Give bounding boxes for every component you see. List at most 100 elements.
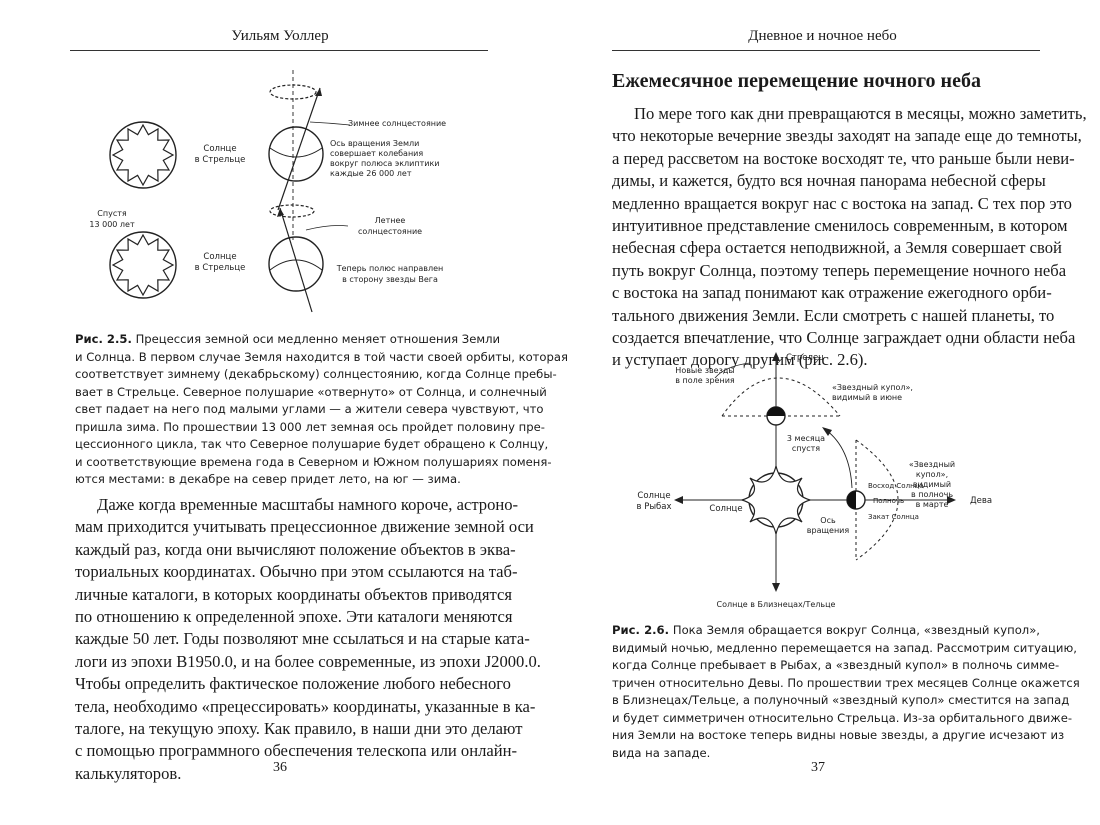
svg-text:видимый: видимый (913, 480, 951, 489)
svg-text:Спустя: Спустя (97, 209, 127, 218)
label-gemini-taurus: Солнце в Близнецах/Тельце (717, 600, 836, 609)
label-sagittarius: Стрелец (786, 353, 824, 363)
text-line: интуитивное представление сменилось совр… (612, 216, 1068, 236)
body-paragraph-right: По мере того как дни превращаются в меся… (612, 103, 1087, 372)
text-line: По мере того как дни превращаются в меся… (634, 104, 1087, 123)
label-midnight: Полночь (873, 497, 904, 505)
label-summer-solstice: Летнее солнцестояние (358, 216, 422, 236)
svg-text:Солнце: Солнце (637, 491, 670, 501)
earth-icon (846, 490, 866, 510)
text-line: тела, необходимо «прецессировать» коорди… (75, 696, 536, 716)
text-line: медленно вращается вокруг нас с востока … (612, 193, 1072, 213)
text-line: а перед рассветом на востоке восходят те… (612, 148, 1075, 168)
sun-label-1: Солнце в Стрельце (195, 144, 246, 165)
svg-text:Ось: Ось (820, 516, 836, 525)
label-winter-solstice: Зимнее солнцестояние (348, 119, 446, 128)
svg-text:13 000 лет: 13 000 лет (89, 220, 135, 229)
text-line: талоге, на текущую эпоху. Как правило, в… (75, 719, 523, 739)
text-line: создается впечатление, что Солнце заграж… (612, 328, 1076, 348)
svg-text:в Рыбах: в Рыбах (636, 502, 671, 512)
svg-text:купол»,: купол», (916, 470, 948, 479)
svg-text:каждые 26 000 лет: каждые 26 000 лет (330, 169, 412, 178)
text-line: ториальных координатах. Обычно при этом … (75, 562, 518, 582)
svg-text:«Звездный: «Звездный (909, 460, 955, 469)
right-page: Дневное и ночное небо Ежемесячное переме… (550, 0, 1100, 825)
text-line: с востока на запад понимают как отражени… (612, 283, 1052, 303)
svg-text:Солнце: Солнце (203, 144, 236, 154)
svg-text:в полночь: в полночь (911, 490, 953, 499)
label-pisces: Солнце в Рыбах (636, 491, 671, 512)
figure-2-5: Солнце в Стрельце Зимнее солнцестояние О… (89, 70, 446, 313)
running-head-right: Дневное и ночное небо (748, 28, 897, 44)
header-rule-left (70, 50, 488, 51)
text-line: Чтобы определить фактическое положение л… (75, 674, 511, 694)
header-rule-right (612, 50, 1040, 51)
text-line: каждый раз, когда они вычисляют положени… (75, 539, 516, 559)
svg-text:Теперь полюс направлен: Теперь полюс направлен (336, 264, 444, 273)
label-axis-oscillation: Ось вращения Земли совершает колебания в… (330, 139, 439, 178)
caption-line: ются местами: в декабре на север придет … (75, 472, 461, 486)
caption-line: Рис. 2.5. Прецессия земной оси медленно … (75, 332, 501, 346)
text-line: небесная сфера остается неподвижной, а З… (612, 238, 1062, 258)
caption-line: Рис. 2.6. Пока Земля обращается вокруг С… (612, 623, 1040, 637)
running-head-left: Уильям Уоллер (231, 28, 329, 44)
caption-line: и соответствующие времена года в Северно… (75, 454, 552, 469)
figure-caption-2-5: Рис. 2.5. Прецессия земной оси медленно … (75, 331, 568, 489)
sun-icon (109, 231, 177, 299)
svg-text:в поле зрения: в поле зрения (675, 376, 735, 385)
svg-text:3 месяца: 3 месяца (787, 434, 825, 443)
svg-text:Летнее: Летнее (375, 216, 406, 225)
sun-icon (109, 121, 177, 189)
caption-line: и будет симметричен относительно Стрельц… (612, 710, 1073, 725)
label-sunset: Закат Солнца (868, 513, 919, 521)
svg-text:в сторону звезды Вега: в сторону звезды Вега (342, 275, 438, 284)
svg-text:совершает колебания: совершает колебания (330, 149, 423, 158)
svg-text:в Стрельце: в Стрельце (195, 263, 246, 273)
svg-text:Ось вращения Земли: Ось вращения Земли (330, 139, 419, 148)
label-three-months: 3 месяца спустя (787, 434, 825, 453)
text-line: калькуляторов. (75, 763, 182, 783)
text-line: каждые 50 лет. Годы позволяют мне ссылат… (75, 629, 530, 649)
label-rotation-axis: Ось вращения (807, 516, 850, 535)
label-sun: Солнце (709, 504, 742, 514)
text-line: Даже когда временные масштабы намного ко… (97, 495, 519, 514)
label-vega: Теперь полюс направлен в сторону звезды … (336, 264, 444, 284)
figure-2-6: Стрелец Новые звезды в поле зрения «Звез… (636, 352, 992, 609)
caption-line: в Близнецах/Тельце, а полуночный «звездн… (612, 693, 1070, 707)
earth-icon (268, 70, 351, 240)
svg-text:в Стрельце: в Стрельце (195, 155, 246, 165)
text-line: тального движения Земли. Если смотреть с… (612, 305, 1055, 325)
label-virgo: Дева (970, 496, 992, 506)
caption-line: когда Солнце пребывает в Рыбах, а «звезд… (612, 658, 1060, 672)
sun-icon (739, 465, 813, 535)
svg-text:вокруг полюса эклиптики: вокруг полюса эклиптики (330, 159, 439, 168)
caption-line: вида на западе. (612, 745, 711, 760)
label-dome-march: «Звездный купол», видимый в полночь в ма… (909, 460, 955, 509)
svg-text:Солнце: Солнце (203, 252, 236, 262)
text-line: логи из эпохи B1950.0, и на более соврем… (75, 651, 541, 671)
label-after-13000: Спустя 13 000 лет (89, 209, 135, 229)
caption-line: цессионного цикла, так что Северное полу… (75, 437, 549, 451)
page-number-left: 36 (273, 760, 287, 775)
svg-text:солнцестояние: солнцестояние (358, 227, 422, 236)
svg-text:Новые звезды: Новые звезды (675, 366, 734, 375)
text-line: путь вокруг Солнца, поэтому теперь перем… (612, 260, 1067, 280)
caption-line: свет падает на него под малыми углами — … (75, 402, 544, 416)
caption-line: соответствует зимнему (декабрьскому) сол… (75, 367, 557, 381)
text-line: что некоторые вечерние звезды заходят на… (612, 126, 1082, 146)
earth-icon (268, 204, 349, 313)
text-line: мам приходится учитывать прецессионное д… (75, 517, 534, 537)
caption-line: видимый ночью, медленно перемещается на … (612, 640, 1077, 655)
svg-text:спустя: спустя (792, 444, 820, 453)
label-new-stars: Новые звезды в поле зрения (675, 366, 735, 385)
text-line: и уступает дорогу другим (рис. 2.6). (612, 350, 868, 370)
svg-text:«Звездный купол»,: «Звездный купол», (832, 383, 913, 392)
svg-text:видимый в июне: видимый в июне (832, 393, 902, 402)
caption-line: пришла зима. По прошествии 13 000 лет зе… (75, 419, 545, 434)
caption-line: и Солнца. В первом случае Земля находитс… (75, 349, 568, 364)
label-sunrise: Восход Солнца (868, 482, 924, 490)
svg-text:вращения: вращения (807, 526, 850, 535)
text-line: с помощью программного обеспечения телес… (75, 741, 518, 761)
label-dome-june: «Звездный купол», видимый в июне (832, 383, 913, 402)
caption-line: вает в Стрельце. Северное полушарие «отв… (75, 384, 547, 399)
